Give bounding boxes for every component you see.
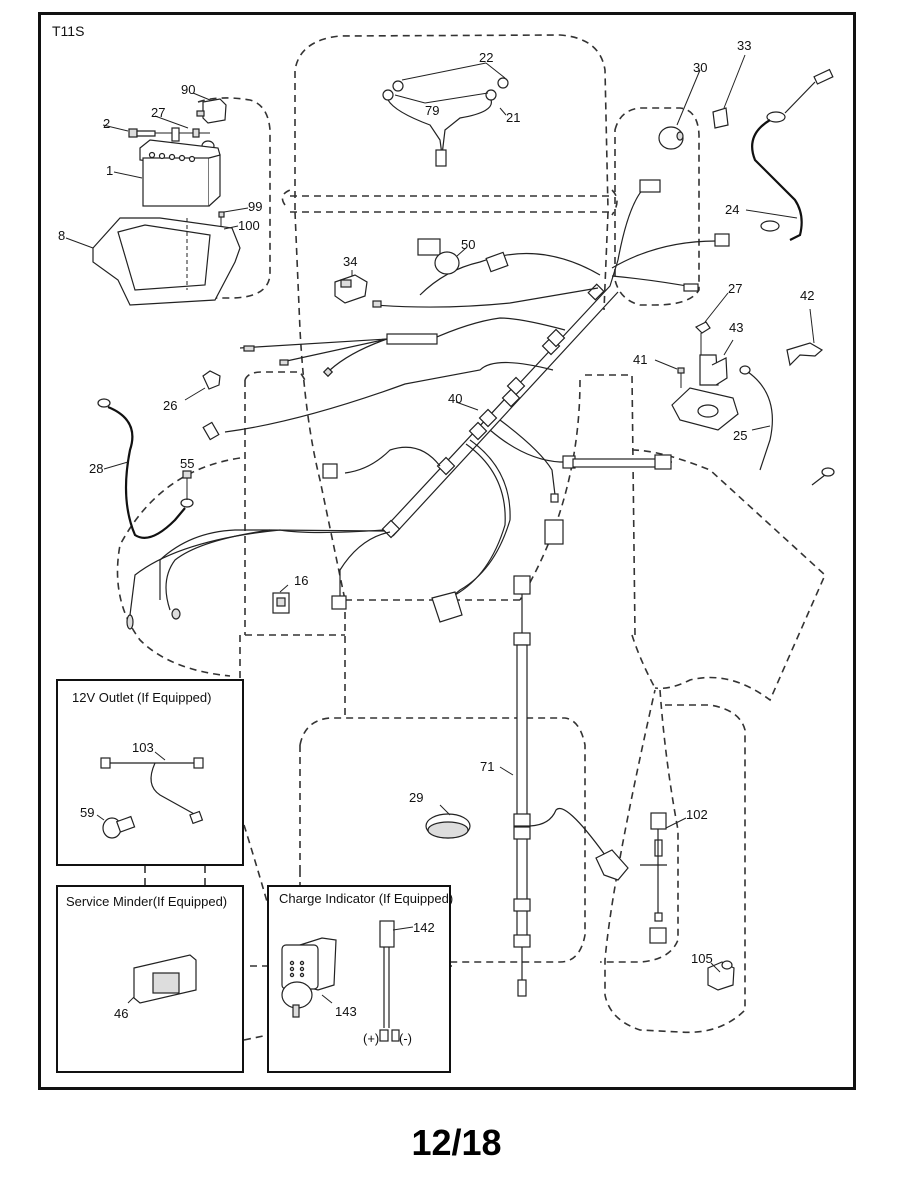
callout-79: 79 <box>425 103 439 118</box>
ignition-group <box>658 54 834 241</box>
callout-33: 33 <box>737 38 751 53</box>
terminal-negative-label: (-) <box>399 1031 412 1046</box>
callout-27-solenoid: 27 <box>728 281 742 296</box>
callout-105: 105 <box>691 951 713 966</box>
callout-99: 99 <box>248 199 262 214</box>
callout-43: 43 <box>729 320 743 335</box>
callout-16: 16 <box>294 573 308 588</box>
callout-90: 90 <box>181 82 195 97</box>
main-harness <box>126 179 730 630</box>
inset-12v-outlet: 12V Outlet (If Equipped) <box>56 679 244 866</box>
inset-charge-indicator: Charge Indicator (If Equipped) (+) (-) <box>267 885 453 1073</box>
chassis-outline <box>116 34 826 1041</box>
callout-46: 46 <box>114 1006 128 1021</box>
callout-143: 143 <box>335 1004 357 1019</box>
callout-27-battery: 27 <box>151 105 165 120</box>
callout-102: 102 <box>686 807 708 822</box>
solenoid-group <box>654 292 835 486</box>
callout-8: 8 <box>58 228 65 243</box>
callout-41: 41 <box>633 352 647 367</box>
callout-22: 22 <box>479 50 493 65</box>
misc-parts <box>97 238 467 614</box>
callout-26: 26 <box>163 398 177 413</box>
inset-title-service-minder: Service Minder(If Equipped) <box>66 894 227 909</box>
headlight-harness <box>382 62 509 167</box>
callout-34: 34 <box>343 254 357 269</box>
page-number: 12/18 <box>411 1122 502 1163</box>
callout-29: 29 <box>409 790 423 805</box>
callout-42: 42 <box>800 288 814 303</box>
callout-103: 103 <box>132 740 154 755</box>
callout-1: 1 <box>106 163 113 178</box>
callout-100: 100 <box>238 218 260 233</box>
callout-50: 50 <box>461 237 475 252</box>
battery-assembly <box>65 92 249 306</box>
callout-2: 2 <box>103 116 110 131</box>
callout-55: 55 <box>180 456 194 471</box>
inset-title-12v-outlet: 12V Outlet (If Equipped) <box>72 690 211 705</box>
diagram-code: T11S <box>52 23 84 39</box>
rear-harness <box>425 575 735 997</box>
inset-title-charge-indicator: Charge Indicator (If Equipped) <box>279 891 453 906</box>
callout-28: 28 <box>89 461 103 476</box>
callout-30: 30 <box>693 60 707 75</box>
callout-21: 21 <box>506 110 520 125</box>
callout-24: 24 <box>725 202 739 217</box>
inset-service-minder: Service Minder(If Equipped) <box>56 885 244 1073</box>
terminal-positive-label: (+) <box>363 1031 379 1046</box>
callout-59: 59 <box>80 805 94 820</box>
callout-71: 71 <box>480 759 494 774</box>
callout-25: 25 <box>733 428 747 443</box>
diagram-frame <box>38 12 856 1090</box>
callouts: 2 27 90 1 8 99 100 22 79 21 30 33 24 27 … <box>58 38 814 1021</box>
callout-142: 142 <box>413 920 435 935</box>
callout-40: 40 <box>448 391 462 406</box>
